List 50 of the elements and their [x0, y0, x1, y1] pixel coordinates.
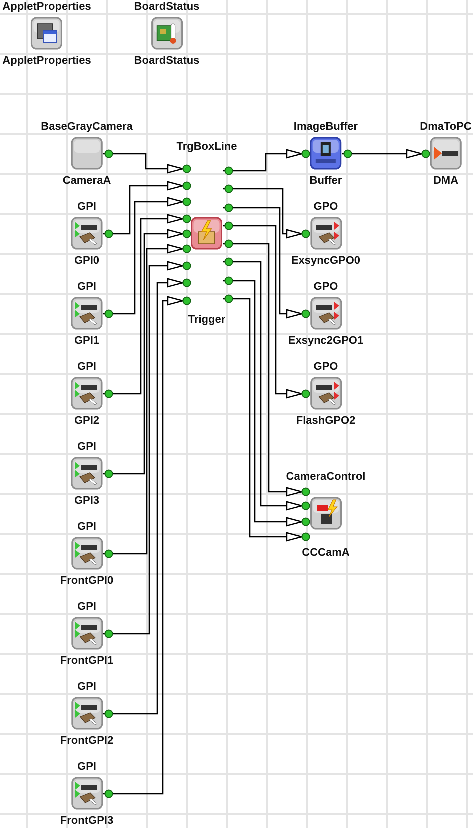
- instance-name-label: FrontGPI0: [60, 574, 114, 588]
- instance-name-label: BoardStatus: [134, 54, 200, 68]
- connector-arrow: [223, 225, 303, 399]
- connector-arrow: [103, 229, 184, 475]
- instance-name-label: Exsync2GPO1: [288, 334, 364, 348]
- operator-type-label: CameraControl: [286, 470, 366, 484]
- operator-type-label: GPI: [78, 440, 96, 454]
- operator-type-label: GPI: [78, 520, 96, 534]
- connector-arrow: [223, 188, 303, 239]
- operator-type-label: ImageBuffer: [294, 120, 358, 134]
- operator-type-label: GPO: [314, 360, 338, 374]
- instance-name-label: DMA: [433, 174, 459, 188]
- operator-type-label: BaseGrayCamera: [41, 120, 133, 134]
- instance-name-label: CCCamA: [302, 546, 350, 560]
- operator-type-label: GPO: [314, 200, 338, 214]
- instance-name-label: FrontGPI2: [60, 734, 114, 748]
- connector-arrow: [103, 261, 184, 635]
- instance-name-label: CameraA: [62, 174, 112, 188]
- instance-name-label: AppletProperties: [2, 54, 92, 68]
- operator-type-label: GPI: [78, 760, 96, 774]
- connector-arrow: [223, 207, 303, 319]
- connector-arrow: [103, 244, 184, 555]
- instance-name-label: GPI1: [74, 334, 100, 348]
- operator-type-label: GPI: [78, 200, 96, 214]
- connector-arrow: [103, 296, 184, 795]
- operator-type-label: GPI: [78, 280, 96, 294]
- connector-arrow: [103, 181, 184, 235]
- connector-arrow: [103, 278, 184, 715]
- instance-name-label: FrontGPI3: [60, 814, 114, 828]
- instance-name-label: Buffer: [310, 174, 342, 188]
- instance-name-label: GPI0: [74, 254, 100, 268]
- connector-arrow: [103, 153, 184, 174]
- operator-type-label: GPI: [78, 360, 96, 374]
- connector-arrow: [223, 149, 303, 172]
- instance-name-label: FlashGPO2: [296, 414, 356, 428]
- operator-type-label: BoardStatus: [134, 0, 200, 14]
- instance-name-label: ExsyncGPO0: [291, 254, 361, 268]
- connector-arrow: [103, 197, 184, 315]
- operator-type-label: AppletProperties: [2, 0, 92, 14]
- operator-type-label: TrgBoxLine: [176, 140, 238, 154]
- instance-name-label: GPI2: [74, 414, 100, 428]
- connector-arrow: [103, 214, 184, 395]
- connector-arrow: [342, 149, 423, 159]
- instance-name-label: FrontGPI1: [60, 654, 114, 668]
- instance-name-label: Trigger: [188, 313, 226, 327]
- instance-name-label: GPI3: [74, 494, 100, 508]
- operator-type-label: GPI: [78, 600, 96, 614]
- operator-type-label: DmaToPC: [420, 120, 472, 134]
- operator-type-label: GPO: [314, 280, 338, 294]
- operator-type-label: GPI: [78, 680, 96, 694]
